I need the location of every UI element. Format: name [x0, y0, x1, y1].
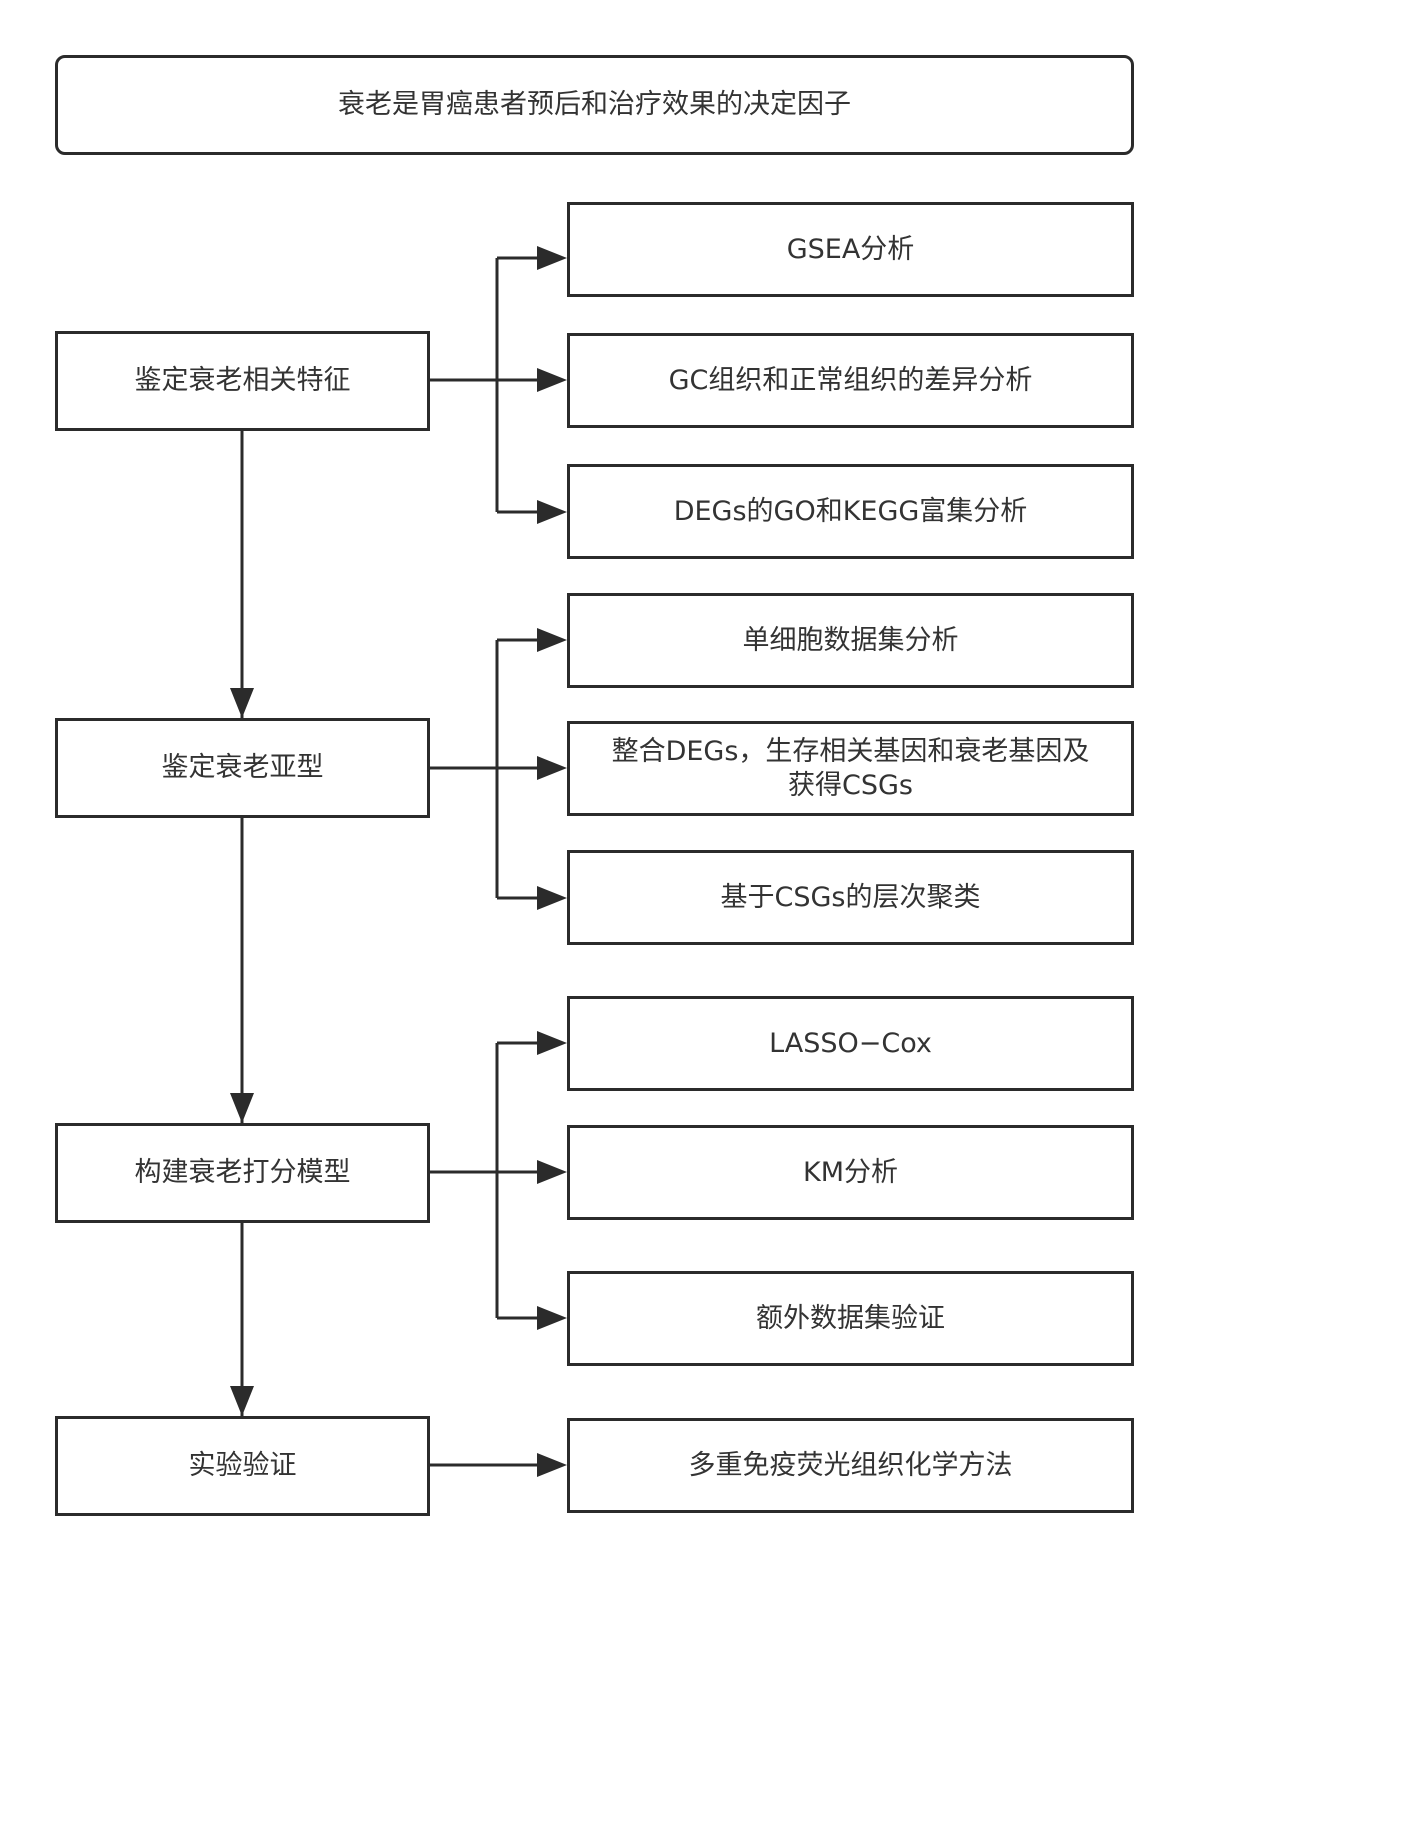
flowchart: 衰老是胃癌患者预后和治疗效果的决定因子 鉴定衰老相关特征 鉴定衰老亚型 构建衰老…	[55, 55, 1134, 1516]
arrowhead-detail-8	[537, 1160, 567, 1184]
detail-5-box: 整合DEGs，生存相关基因和衰老基因及 获得CSGs	[567, 721, 1134, 816]
arrowhead-detail-9	[537, 1306, 567, 1330]
step-3-label: 构建衰老打分模型	[134, 1157, 351, 1188]
detail-10-label: 多重免疫荧光组织化学方法	[688, 1449, 1013, 1481]
detail-1-box: GSEA分析	[567, 202, 1134, 297]
step-3-box: 构建衰老打分模型	[55, 1123, 430, 1223]
arrowhead-detail-5	[537, 756, 567, 780]
step-1-box: 鉴定衰老相关特征	[55, 331, 430, 431]
detail-6-box: 基于CSGs的层次聚类	[567, 850, 1134, 945]
detail-3-label: DEGs的GO和KEGG富集分析	[673, 495, 1028, 527]
detail-4-label: 单细胞数据集分析	[742, 624, 959, 656]
arrowhead-detail-2	[537, 368, 567, 392]
detail-8-box: KM分析	[567, 1125, 1134, 1220]
detail-3-box: DEGs的GO和KEGG富集分析	[567, 464, 1134, 559]
step-1-label: 鉴定衰老相关特征	[134, 365, 351, 396]
detail-8-label: KM分析	[802, 1156, 898, 1188]
detail-9-box: 额外数据集验证	[567, 1271, 1134, 1366]
detail-6-label: 基于CSGs的层次聚类	[720, 881, 981, 913]
arrowhead-detail-7	[537, 1031, 567, 1055]
diagram-title: 衰老是胃癌患者预后和治疗效果的决定因子	[338, 89, 851, 120]
detail-9-label: 额外数据集验证	[756, 1302, 945, 1334]
detail-2-box: GC组织和正常组织的差异分析	[567, 333, 1134, 428]
step-2-box: 鉴定衰老亚型	[55, 718, 430, 818]
arrowhead-detail-3	[537, 500, 567, 524]
detail-7-box: LASSO−Cox	[567, 996, 1134, 1091]
detail-7-label: LASSO−Cox	[769, 1027, 932, 1059]
arrowhead-step3	[230, 1093, 254, 1123]
arrowhead-detail-1	[537, 246, 567, 270]
detail-10-box: 多重免疫荧光组织化学方法	[567, 1418, 1134, 1513]
diagram-title-box: 衰老是胃癌患者预后和治疗效果的决定因子	[55, 55, 1134, 155]
step-2-label: 鉴定衰老亚型	[161, 752, 324, 783]
arrowhead-step2	[230, 688, 254, 718]
step-4-label: 实验验证	[188, 1450, 297, 1481]
detail-2-label: GC组织和正常组织的差异分析	[668, 364, 1033, 396]
arrowhead-step4	[230, 1386, 254, 1416]
arrowhead-detail-4	[537, 628, 567, 652]
detail-1-label: GSEA分析	[786, 233, 915, 265]
arrowhead-detail-6	[537, 886, 567, 910]
connector-layer	[230, 246, 567, 1477]
detail-4-box: 单细胞数据集分析	[567, 593, 1134, 688]
detail-5-label: 整合DEGs，生存相关基因和衰老基因及 获得CSGs	[611, 735, 1090, 801]
arrowhead-detail-10	[537, 1453, 567, 1477]
step-4-box: 实验验证	[55, 1416, 430, 1516]
